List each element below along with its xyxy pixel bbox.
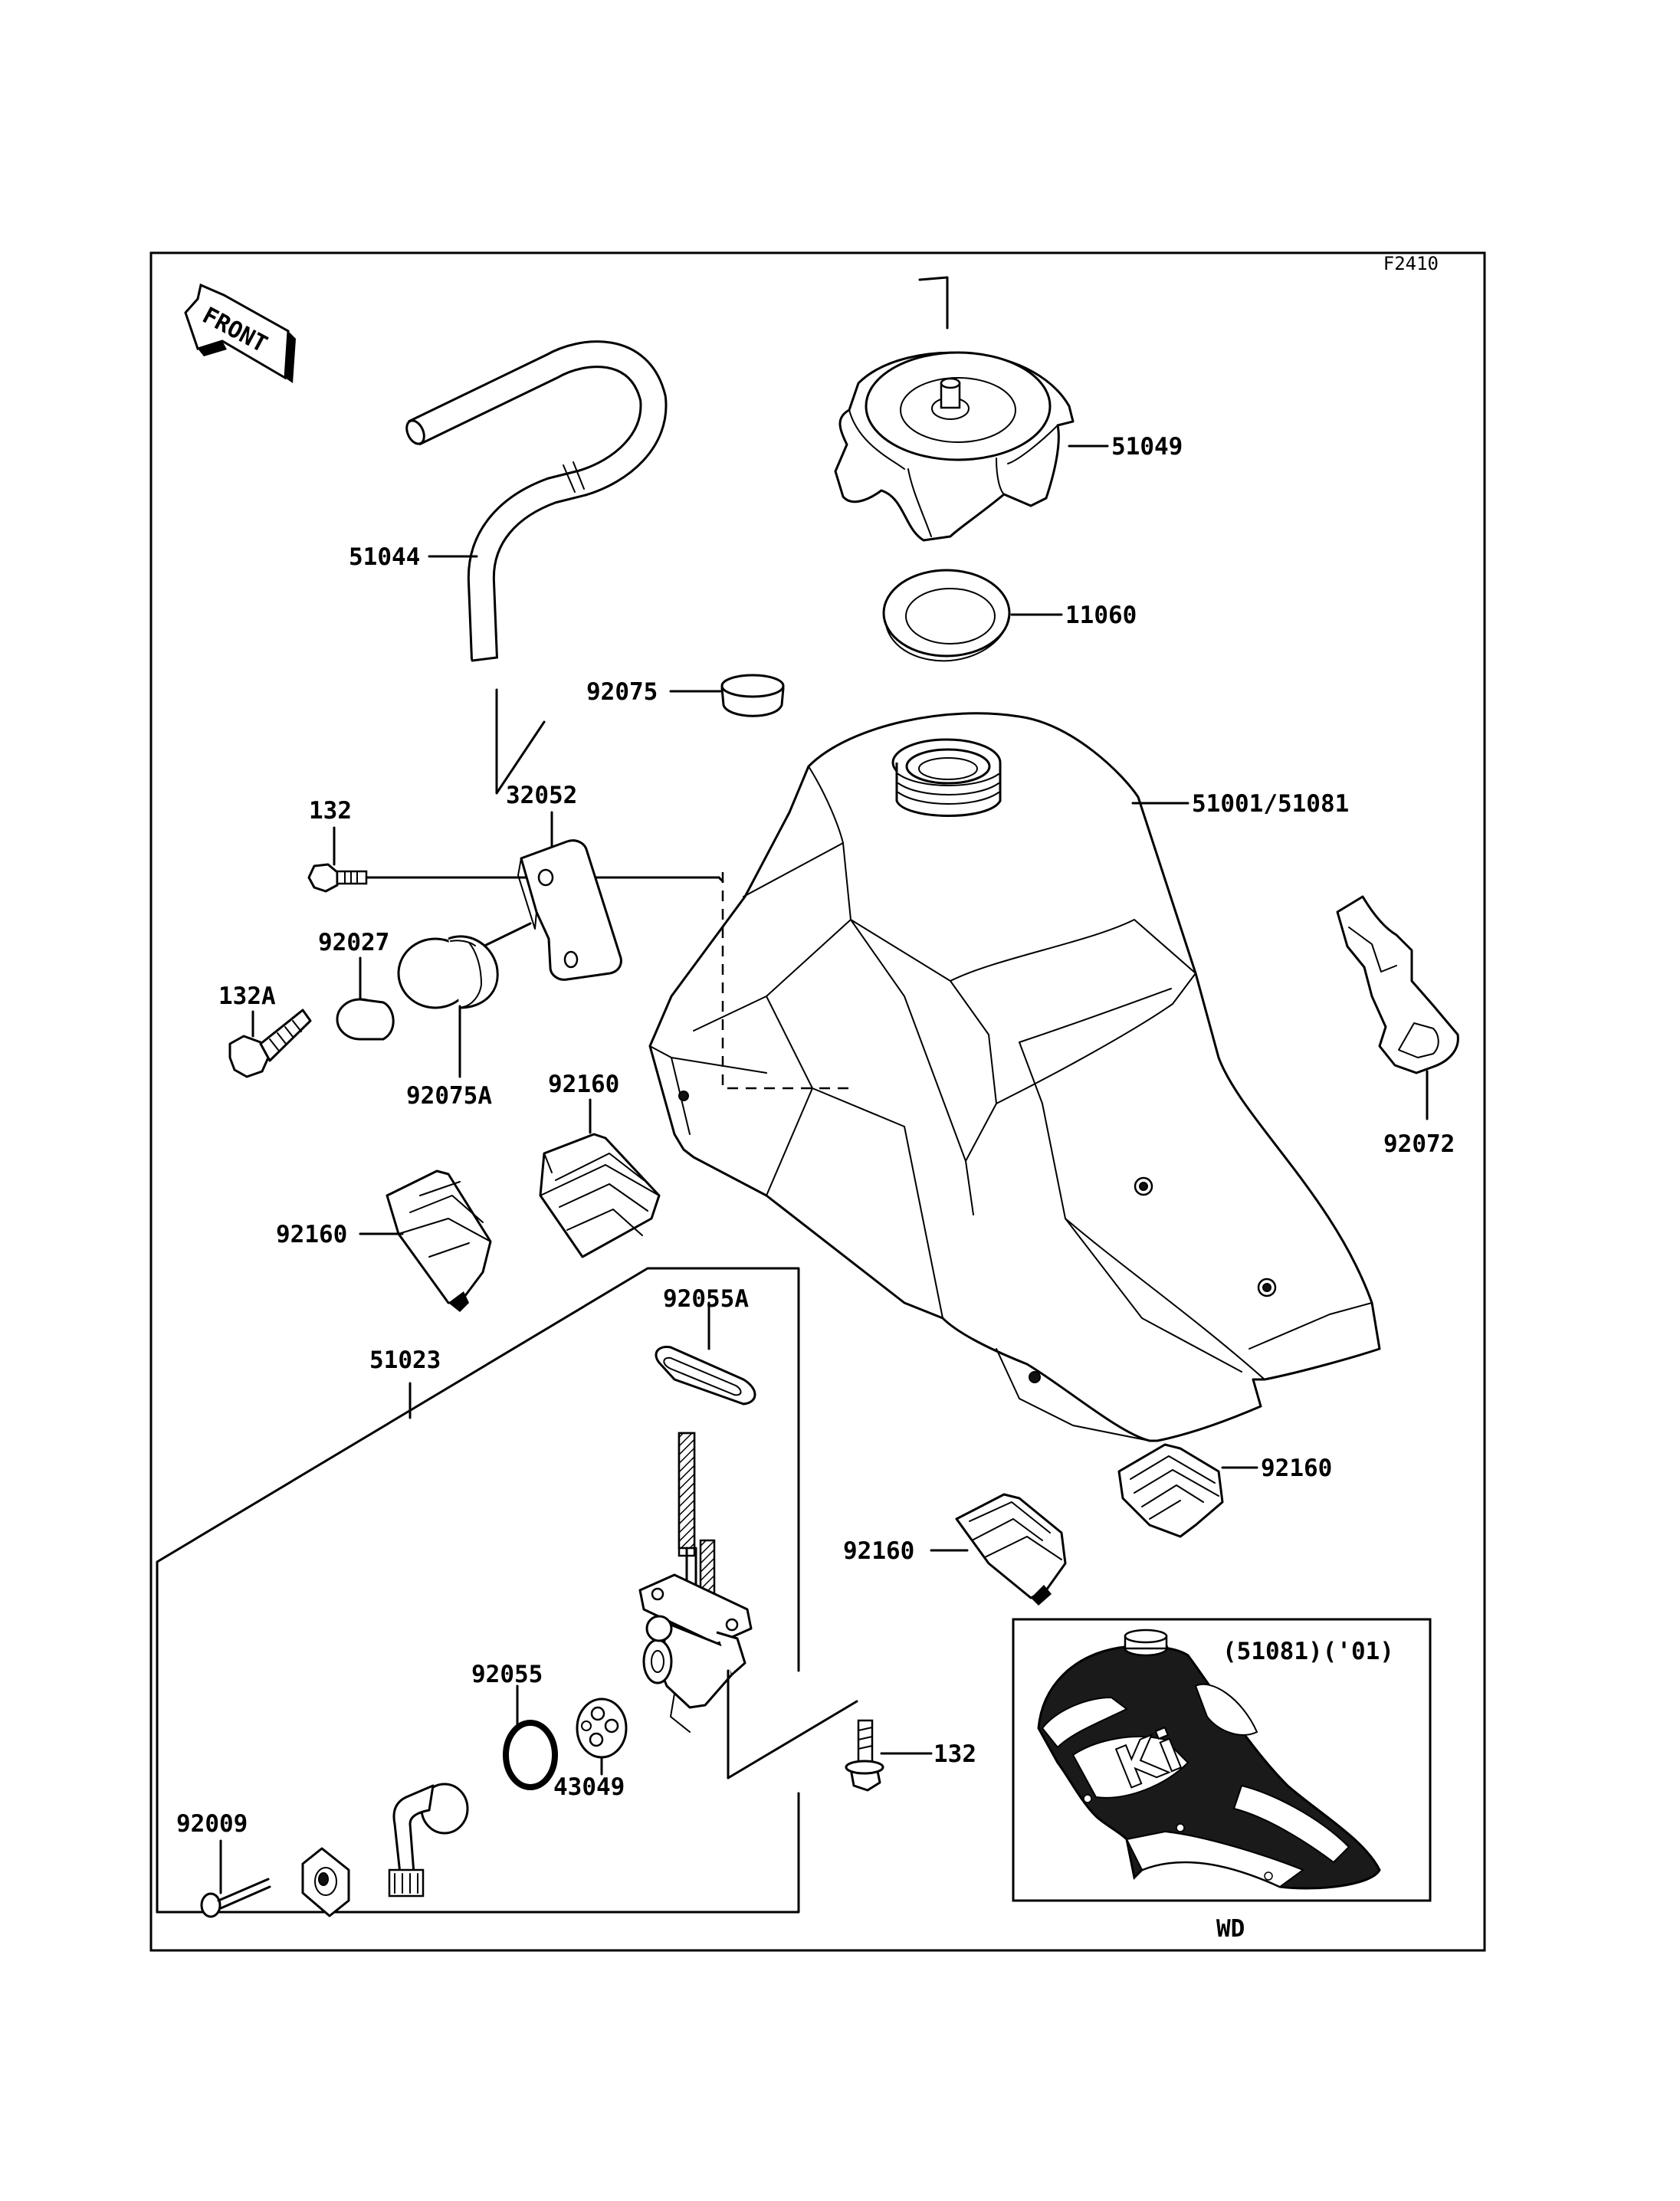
label-43049: 43049 xyxy=(553,1773,625,1801)
label-92160-left: 92160 xyxy=(276,1221,347,1248)
figure-code: F2410 xyxy=(1383,253,1439,274)
label-132A: 132A xyxy=(218,982,276,1010)
breather-hose xyxy=(405,340,668,662)
strap xyxy=(1336,895,1459,1074)
inset-variant: WD xyxy=(1216,1915,1245,1943)
label-132-valve: 132 xyxy=(934,1740,976,1768)
bolt-132-top xyxy=(307,849,368,893)
label-51023: 51023 xyxy=(369,1347,441,1374)
pad-left xyxy=(386,1169,492,1312)
label-32052: 32052 xyxy=(506,782,577,809)
filter xyxy=(576,1697,628,1759)
label-51049: 51049 xyxy=(1111,433,1183,461)
pad-right-upper xyxy=(1117,1443,1224,1538)
label-132-top: 132 xyxy=(309,797,352,825)
cap-plug xyxy=(720,674,785,717)
valve-gasket xyxy=(655,1345,756,1406)
label-92009: 92009 xyxy=(176,1810,248,1838)
diagram-frame xyxy=(149,251,1486,1952)
label-51044: 51044 xyxy=(349,543,420,571)
label-92160-upper: 92160 xyxy=(548,1071,619,1098)
pad-right-lower xyxy=(955,1493,1067,1606)
damper xyxy=(397,935,499,1009)
drain-plate xyxy=(301,1847,350,1917)
bracket xyxy=(517,839,622,981)
elbow xyxy=(388,1783,469,1898)
label-92160-right-lower: 92160 xyxy=(843,1537,914,1565)
collar xyxy=(336,998,395,1041)
label-92055A: 92055A xyxy=(663,1285,749,1313)
label-92075A: 92075A xyxy=(406,1082,492,1110)
label-92072: 92072 xyxy=(1383,1130,1455,1158)
fuel-valve xyxy=(638,1432,858,1779)
o-ring xyxy=(503,1720,558,1790)
bolt-132A xyxy=(228,1009,312,1078)
pad-upper-mid xyxy=(539,1133,661,1258)
bolt-132-valve xyxy=(845,1719,884,1792)
screw-92009 xyxy=(200,1878,271,1918)
label-92055: 92055 xyxy=(471,1661,543,1688)
fuel-tank xyxy=(648,712,1381,1442)
front-arrow-icon: FRONT xyxy=(184,283,296,383)
label-92160-right-upper: 92160 xyxy=(1261,1455,1332,1482)
label-11060: 11060 xyxy=(1065,602,1137,629)
inset-caption: (51081)('01) xyxy=(1222,1638,1394,1665)
cap-gasket xyxy=(882,569,1011,662)
fuel-cap xyxy=(834,276,1075,542)
inset-box: (51081)('01) WD Ki xyxy=(1012,1618,1432,1943)
label-92027: 92027 xyxy=(318,929,389,956)
label-51001-51081: 51001/51081 xyxy=(1192,790,1349,818)
label-92075: 92075 xyxy=(586,678,658,706)
